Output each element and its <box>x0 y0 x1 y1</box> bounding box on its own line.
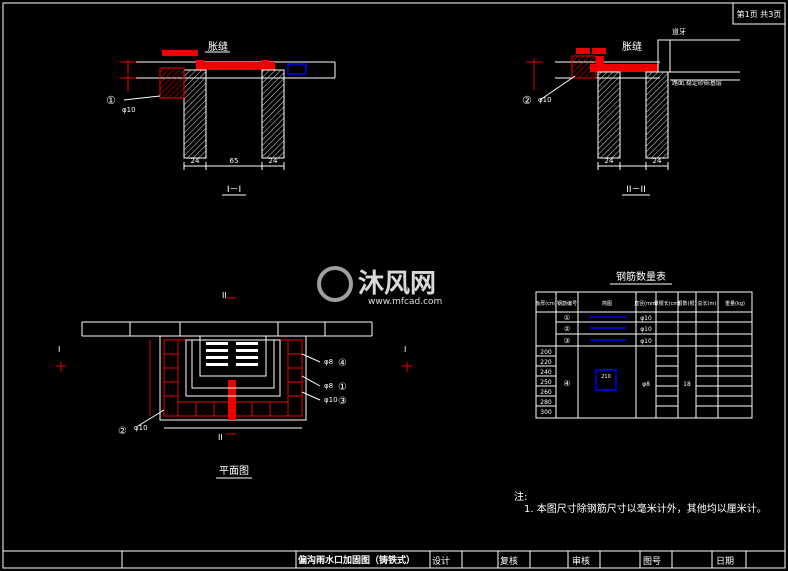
thk-7: 300 <box>540 409 552 416</box>
thk-3: 240 <box>540 369 552 376</box>
row1-mark: ① <box>564 314 570 322</box>
notes: 注: 1. 本图尺寸除钢筋尺寸以毫米计外，其他均以厘米计。 <box>514 490 767 515</box>
row2-mark: ② <box>564 325 570 333</box>
section-mark-right: I <box>404 345 406 354</box>
dim-c: 24 <box>269 157 278 165</box>
thk-4: 250 <box>540 379 552 386</box>
joint-label: 胀缝 <box>208 40 228 53</box>
left-callout-mark: ② <box>118 426 127 437</box>
notes-heading: 注: <box>514 490 527 503</box>
th-thickness: 板厚(cm) <box>535 300 557 307</box>
thk-1: 200 <box>540 349 552 356</box>
section-1-1: 胀缝 ① φ10 24 65 24 I－I <box>106 40 336 196</box>
row3-dia: φ10 <box>640 338 652 345</box>
row3-mark: ③ <box>564 337 570 345</box>
joint-label: 胀缝 <box>622 40 642 53</box>
section-mark-left: I <box>58 345 60 354</box>
page-label: 第1页 共3页 <box>737 9 782 19</box>
thk-2: 220 <box>540 359 552 366</box>
left-callout-dia: φ10 <box>134 424 148 432</box>
watermark-en: www.mfcad.com <box>368 297 442 307</box>
dim-a: 24 <box>191 157 200 165</box>
review-label: 复核 <box>500 555 518 567</box>
callout-dia-2: φ8 <box>324 382 333 390</box>
dim-a: 24 <box>605 157 614 165</box>
rebar-mark: ② <box>522 94 532 107</box>
drawing-no-label: 图号 <box>643 556 661 567</box>
th-total: 总长(m) <box>698 300 717 307</box>
rebar-table: 钢筋数量表 板厚(c <box>535 270 753 419</box>
rebar-dia: φ10 <box>122 106 136 114</box>
bottom-mark: ④ <box>563 379 570 388</box>
section-mark-bottom: II <box>218 433 223 442</box>
thk-5: 260 <box>540 389 552 396</box>
th-mark: 钢筋编号 <box>557 300 577 307</box>
dim-b: 65 <box>230 157 239 165</box>
rebar-dia: φ10 <box>538 96 552 104</box>
section-mark-top: II <box>222 291 227 300</box>
rebar-mark: ① <box>106 94 116 107</box>
layer-label: 路面,稳定砂砾基层 <box>672 79 722 87</box>
row1-dia: φ10 <box>640 315 652 322</box>
section-2-2: 胀缝 道牙 路面,稳定砂砾基层 ② φ10 24 24 II－II <box>522 27 740 196</box>
callout-mark-1: ④ <box>338 358 347 369</box>
bottom-count: 18 <box>683 381 691 388</box>
plan-caption: 平面图 <box>219 465 249 477</box>
title-block: 偏沟雨水口加固图（铸铁式） 设计 复核 审核 图号 日期 <box>3 550 785 568</box>
drawing-title: 偏沟雨水口加固图（铸铁式） <box>298 554 415 566</box>
curb-label: 道牙 <box>672 27 686 36</box>
table-title: 钢筋数量表 <box>616 270 666 283</box>
section-caption: II－II <box>626 185 646 195</box>
callout-mark-3: ③ <box>338 396 347 407</box>
th-weight: 重量(kg) <box>725 300 745 307</box>
section-caption: I－I <box>227 185 241 195</box>
shape-dim: 210 <box>601 374 611 380</box>
dim-b: 24 <box>653 157 662 165</box>
th-length: 单根长(cm) <box>654 300 681 307</box>
callout-mark-2: ① <box>338 382 347 393</box>
design-label: 设计 <box>432 555 450 567</box>
watermark: 沐风网 www.mfcad.com <box>317 266 442 307</box>
thk-6: 280 <box>540 399 552 406</box>
date-label: 日期 <box>716 556 734 567</box>
th-count: 根数(根) <box>678 300 697 307</box>
watermark-cn: 沐风网 <box>358 269 436 299</box>
row2-dia: φ10 <box>640 326 652 333</box>
approve-label: 审核 <box>572 555 590 567</box>
plan-view: I I II II φ8 ④ φ8 ① φ10 ③ ② φ10 平面图 <box>56 291 412 479</box>
th-sketch: 简图 <box>602 300 612 307</box>
th-dia: 直径(mm) <box>634 300 658 307</box>
callout-dia-3: φ10 <box>324 396 338 404</box>
callout-dia-1: φ8 <box>324 358 333 366</box>
bottom-dia: φ8 <box>642 381 650 388</box>
notes-line-1: 1. 本图尺寸除钢筋尺寸以毫米计外，其他均以厘米计。 <box>524 502 767 515</box>
